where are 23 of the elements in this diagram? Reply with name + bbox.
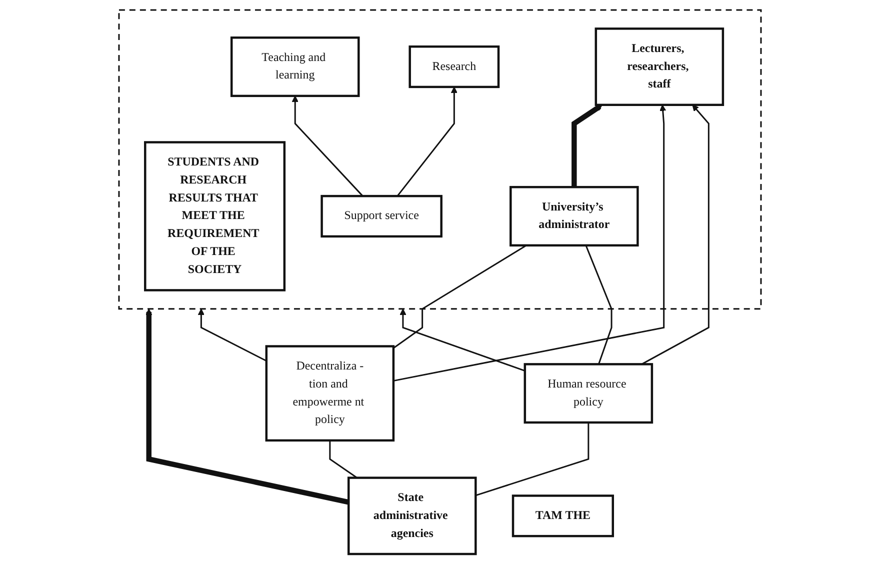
node-box: State administrative agencies: [348, 476, 477, 556]
arrow: [641, 104, 710, 365]
connector: [329, 440, 358, 478]
node-box: University’s administrator: [510, 186, 639, 246]
node-box: Research: [408, 45, 500, 88]
arrow: [572, 104, 603, 188]
node-box: Human resource policy: [524, 363, 654, 424]
node-box: TAM THE: [512, 494, 614, 538]
node-box: Support service: [320, 194, 442, 238]
arrow: [393, 104, 666, 382]
node-box: Teaching and learning: [230, 36, 360, 98]
arrow: [400, 308, 526, 372]
connector: [585, 245, 612, 364]
connector: [393, 244, 527, 349]
arrow: [198, 308, 267, 362]
node-box: Decentraliza -tion and empowerme nt policy: [265, 345, 395, 442]
arrow: [396, 86, 458, 197]
cluster: [118, 9, 762, 310]
connector: [475, 422, 590, 496]
arrow: [292, 96, 364, 197]
node-box: Lecturers, researchers, staff: [594, 28, 724, 106]
node-box: STUDENTS AND RESEARCH RESULTS THAT MEET THE REQUIREMENT OF THE SOCIETY: [144, 141, 286, 292]
arrow: [146, 308, 350, 505]
